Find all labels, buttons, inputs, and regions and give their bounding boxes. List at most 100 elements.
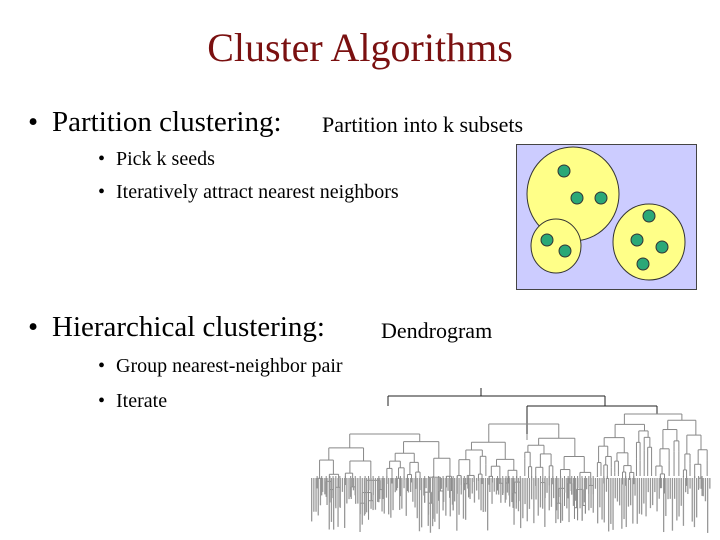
dendrogram-leaf-label	[352, 478, 355, 491]
dendrogram-leaf-label	[462, 478, 465, 519]
dendrogram-leaf-label	[667, 478, 669, 500]
dendrogram-leaf-label	[440, 478, 443, 489]
dendrogram-leaf-label	[498, 478, 500, 495]
partition-heading-row: •Partition clustering:	[28, 106, 282, 139]
dendrogram-leaf-label	[520, 478, 522, 529]
dendrogram-leaf-label	[504, 478, 506, 503]
bullet: •	[98, 181, 106, 203]
data-point	[642, 209, 656, 223]
dendrogram-leaf-label	[344, 478, 346, 528]
dendrogram-leaf-label	[647, 478, 649, 493]
dendrogram-leaf-label	[680, 478, 682, 506]
dendrogram-leaf-label	[570, 478, 572, 492]
dendrogram-leaf-label	[366, 478, 368, 513]
hierarchical-heading: Hierarchical clustering:	[52, 311, 325, 343]
dendrogram-leaf-label	[425, 478, 427, 489]
dendrogram-leaf-label	[491, 478, 493, 504]
dendrogram-leaf-label	[460, 478, 462, 495]
dendrogram-leaf-label	[623, 478, 625, 520]
dendrogram-leaf-label	[533, 478, 535, 524]
dendrogram-leaf-label	[702, 478, 704, 497]
dendrogram-leaf-label	[434, 478, 436, 522]
dendrogram-leaf-label	[414, 478, 416, 508]
dendrogram-leaf-label	[535, 478, 537, 500]
dendrogram-leaf-label	[418, 478, 421, 532]
hierarchical-heading-row: •Hierarchical clustering:	[28, 311, 325, 344]
dendrogram-leaf-label	[588, 478, 590, 511]
data-point	[594, 191, 608, 205]
bullet: •	[98, 390, 106, 412]
dendrogram-leaf-label	[500, 478, 502, 503]
dendrogram-leaf-label	[572, 478, 575, 506]
dendrogram-leaf-label	[669, 478, 671, 499]
dendrogram-leaf-label	[328, 478, 330, 530]
dendrogram-leaf-label	[381, 478, 383, 512]
cluster-ellipse-2	[530, 218, 582, 274]
dendrogram-leaf-label	[592, 478, 594, 513]
dendrogram-leaf-label	[495, 478, 498, 495]
dendrogram-leaf-label	[445, 478, 447, 516]
dendrogram-leaf-label	[605, 478, 608, 492]
dendrogram-leaf-label	[322, 478, 324, 492]
dendrogram-leaf-label	[427, 478, 429, 526]
partition-heading: Partition clustering:	[52, 106, 282, 138]
dendrogram-leaf-label	[689, 478, 691, 489]
dendrogram-leaf-label	[526, 478, 528, 522]
dendrogram-leaf-label	[509, 478, 511, 507]
dendrogram-leaf-label	[709, 478, 711, 489]
dendrogram-leaf-label	[656, 478, 658, 512]
dendrogram-leaf-label	[449, 478, 451, 517]
dendrogram-leaf-label	[515, 478, 517, 509]
partition-bullet-1: •Pick k seeds	[98, 148, 215, 171]
dendrogram-leaf-label	[676, 478, 678, 521]
dendrogram-leaf-label	[555, 478, 557, 524]
dendrogram-leaf-label	[517, 478, 520, 512]
dendrogram-leaf-label	[627, 478, 630, 507]
dendrogram-leaf-label	[465, 478, 467, 520]
dendrogram-leaf-label	[537, 478, 539, 516]
dendrogram-leaf-label	[330, 478, 333, 522]
dendrogram-leaf-label	[390, 478, 392, 518]
dendrogram-leaf-label	[489, 478, 491, 493]
dendrogram-leaf-label	[361, 478, 363, 525]
cluster-ellipse-3	[612, 203, 686, 281]
dendrogram-leaf-label	[612, 478, 614, 530]
hierarchical-bullet-2: •Iterate	[98, 390, 167, 413]
dendrogram-leaf-label	[608, 478, 610, 532]
dendrogram-leaf-label	[476, 478, 478, 491]
dendrogram-leaf-label	[548, 478, 550, 511]
dendrogram-leaf-label	[634, 478, 636, 496]
data-point	[558, 244, 572, 258]
dendrogram-leaf-label	[583, 478, 586, 503]
dendrogram-leaf-label	[522, 478, 524, 519]
partition-bullet-2: •Iteratively attract nearest neighbors	[98, 181, 399, 204]
dendrogram-leaf-label	[691, 478, 693, 522]
dendrogram-leaf-label	[324, 478, 326, 495]
dendrogram-leaf-label	[317, 478, 319, 516]
dendrogram-leaf-label	[557, 478, 559, 520]
dendrogram-leaf-label	[524, 478, 526, 505]
dendrogram-leaf-label	[429, 478, 432, 533]
dendrogram-leaf-label	[619, 478, 621, 506]
dendrogram-leaf-label	[385, 478, 388, 498]
dendrogram-leaf-label	[544, 478, 546, 527]
dendrogram-leaf-label	[346, 478, 348, 504]
dendrogram-leaf-label	[416, 478, 418, 519]
dendrogram-leaf-label	[581, 478, 583, 521]
dendrogram-leaf-label	[412, 478, 414, 502]
dendrogram-leaf-label	[396, 478, 399, 489]
dendrogram-leaf-label	[610, 478, 612, 524]
dendrogram-leaf-label	[614, 478, 616, 499]
dendrogram-leaf-label	[575, 478, 577, 501]
bullet: •	[98, 355, 106, 377]
dendrogram-leaf-label	[665, 478, 667, 517]
dendrogram-leaf-label	[368, 478, 370, 491]
dendrogram-leaf-label	[487, 478, 489, 531]
dendrogram-leaf-label	[550, 478, 553, 507]
dendrogram-leaf-label	[704, 478, 707, 502]
dendrogram-leaf-label	[528, 478, 531, 509]
dendrogram-leaf-label	[467, 478, 469, 489]
dendrogram-leaf-label	[616, 478, 619, 502]
dendrogram-leaf-label	[482, 478, 484, 512]
dendrogram-leaf-label	[632, 478, 634, 524]
